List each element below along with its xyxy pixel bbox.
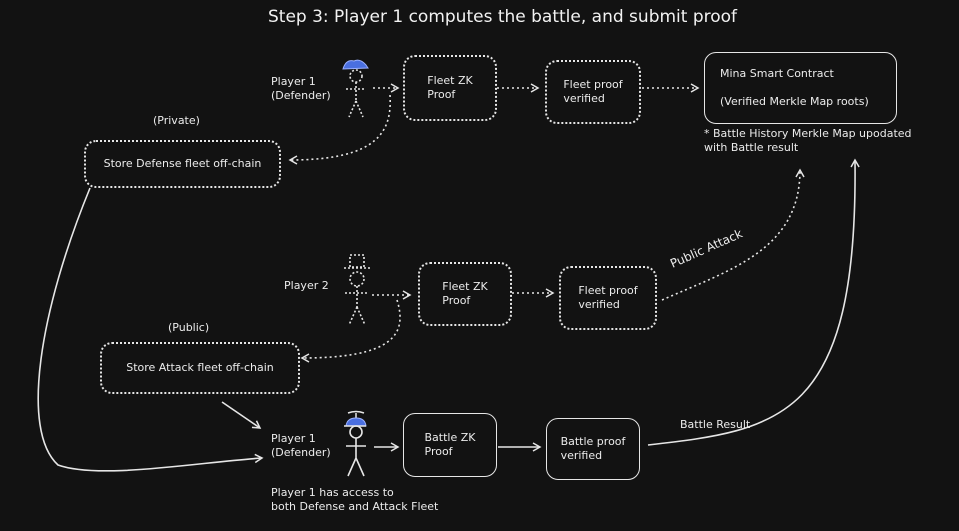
store-attack-box: Store Attack fleet off-chain: [100, 342, 300, 394]
player1-defender-label-bottom: Player 1 (Defender): [271, 432, 331, 459]
battle-history-note: * Battle History Merkle Map upodated wit…: [704, 127, 912, 154]
arrow-player1-to-store-defense: [288, 94, 391, 165]
player1-propeller-stick-figure-icon: [344, 410, 367, 477]
private-label: (Private): [153, 114, 200, 127]
battle-proof-verified-box: Battle proof verified: [546, 418, 640, 480]
player2-stick-figure-icon: [344, 254, 370, 326]
store-defense-box: Store Defense fleet off-chain: [84, 140, 281, 188]
fleet-zk-proof-box-top: Fleet ZK Proof: [403, 55, 497, 121]
player1-stick-figure-icon: [342, 59, 369, 118]
fleet-proof-verified-box-top: Fleet proof verified: [545, 60, 641, 124]
access-note: Player 1 has access to both Defense and …: [271, 486, 439, 513]
battle-zk-proof-box: Battle ZK Proof: [403, 413, 497, 477]
fleet-proof-verified-box-mid: Fleet proof verified: [559, 266, 657, 330]
player1-defender-label: Player 1 (Defender): [271, 75, 331, 102]
arrow-public-attack: [661, 168, 805, 301]
mina-smart-contract-box: Mina Smart Contract (Verified Merkle Map…: [704, 52, 897, 124]
fleet-zk-proof-box-mid: Fleet ZK Proof: [418, 262, 512, 326]
battle-result-label: Battle Result: [680, 418, 751, 431]
arrow-battle-result: [647, 158, 860, 446]
arrow-store-attack-to-player1: [221, 401, 262, 429]
public-label: (Public): [168, 321, 210, 334]
arrow-player2-to-store-attack: [300, 299, 401, 363]
arrow-store-defense-to-player1: [37, 187, 264, 472]
diagram-title: Step 3: Player 1 computes the battle, an…: [268, 7, 738, 27]
player2-label: Player 2: [284, 279, 329, 292]
